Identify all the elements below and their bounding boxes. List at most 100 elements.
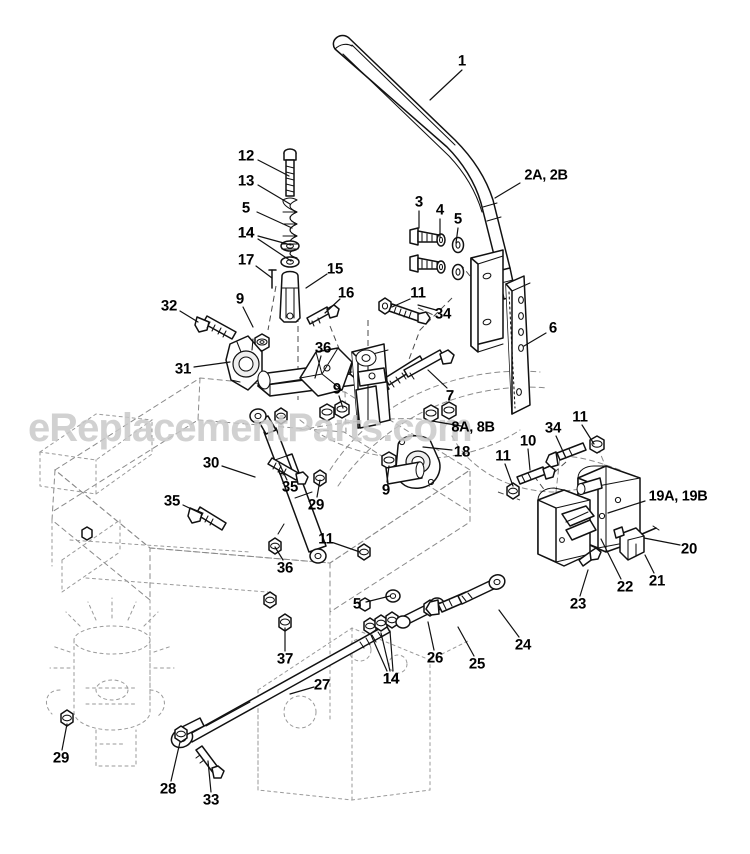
washer-5-link xyxy=(385,589,401,603)
leader-line xyxy=(365,595,391,603)
leader-line xyxy=(255,265,273,279)
leader-line xyxy=(457,626,475,657)
leader-line xyxy=(333,542,361,553)
rod-24 xyxy=(457,574,506,605)
callout-35: 35 xyxy=(281,478,299,496)
leader-line xyxy=(242,306,254,328)
callout-9: 9 xyxy=(381,481,391,499)
callout-36: 36 xyxy=(314,339,332,357)
nut-37-b xyxy=(263,591,277,609)
leader-line xyxy=(504,463,514,487)
center-bracket-36 xyxy=(299,347,353,397)
leader-line xyxy=(274,546,284,561)
nut-14-a xyxy=(363,617,377,635)
leader-line xyxy=(600,538,622,580)
leader-line xyxy=(643,537,681,546)
callout-20: 20 xyxy=(680,540,698,558)
washer-5-upper xyxy=(451,236,465,254)
callout-37: 37 xyxy=(276,650,294,668)
callout-18: 18 xyxy=(453,443,471,461)
washer-4-lower xyxy=(436,260,446,274)
switch-21 xyxy=(613,526,645,561)
leader-line xyxy=(427,621,435,651)
callout-31: 31 xyxy=(174,360,192,378)
leader-line xyxy=(257,184,291,205)
callout-16: 16 xyxy=(337,284,355,302)
callout-4: 4 xyxy=(435,201,445,219)
bolt-12 xyxy=(283,148,297,197)
callout-14: 14 xyxy=(382,670,400,688)
leader-line xyxy=(527,448,531,471)
nut-29-a xyxy=(313,469,327,487)
leader-line xyxy=(221,465,256,478)
leader-line xyxy=(305,273,328,289)
bolt-10 xyxy=(516,465,556,485)
callout-34: 34 xyxy=(544,419,562,437)
callout-1: 1 xyxy=(457,52,467,70)
callout-29: 29 xyxy=(52,749,70,767)
callout-13: 13 xyxy=(237,172,255,190)
nut-9-lower xyxy=(381,451,397,470)
callout-9: 9 xyxy=(235,290,245,308)
leader-line xyxy=(257,235,292,246)
pin-17 xyxy=(268,269,277,289)
nut-11-right xyxy=(506,482,520,500)
callout-30: 30 xyxy=(202,454,220,472)
callout-14: 14 xyxy=(382,670,400,688)
callout-9: 9 xyxy=(332,380,342,398)
nut-37-a xyxy=(278,613,292,632)
leader-line xyxy=(338,395,344,409)
callout-3: 3 xyxy=(414,193,424,211)
callout-11: 11 xyxy=(572,408,588,426)
callout-7: 7 xyxy=(445,387,455,405)
leader-line xyxy=(370,634,388,672)
center-plate-8 xyxy=(351,343,391,429)
callout-22: 22 xyxy=(616,578,634,596)
callout-11: 11 xyxy=(410,284,426,302)
callout-25: 25 xyxy=(468,655,486,673)
nut-14-c xyxy=(385,611,399,629)
shaft-stub-right xyxy=(385,461,425,485)
nut-11-far-right xyxy=(589,435,605,454)
leader-line xyxy=(455,227,459,244)
lever-mount-plate xyxy=(470,249,504,353)
callout-19a-19b: 19A, 19B xyxy=(648,488,708,505)
callout-23: 23 xyxy=(569,595,587,613)
nut-9-center-b xyxy=(319,403,335,422)
gas-strut-30 xyxy=(249,408,327,564)
callout-14: 14 xyxy=(237,224,255,242)
leader-line xyxy=(316,479,321,498)
callout-11: 11 xyxy=(318,530,334,548)
callout-21: 21 xyxy=(648,572,666,590)
leader-line xyxy=(644,554,655,574)
leader-line xyxy=(193,361,231,368)
nut-36-lower xyxy=(268,523,285,555)
callout-14: 14 xyxy=(382,670,400,688)
washer-4-upper xyxy=(436,233,446,247)
leader-line xyxy=(207,760,212,793)
callout-14: 14 xyxy=(237,224,255,242)
callout-24: 24 xyxy=(514,636,532,654)
pivot-bracket-31 xyxy=(225,335,263,391)
slotted-upright-bar-part-6 xyxy=(505,275,531,415)
callout-2a-2b: 2A, 2B xyxy=(524,167,568,184)
leader-line xyxy=(314,355,322,379)
bolt-7-b xyxy=(403,349,455,380)
leader-line xyxy=(391,298,411,308)
screw-23 xyxy=(578,547,602,567)
leader-line xyxy=(179,310,199,323)
bolt-34-upper xyxy=(388,303,431,325)
callout-12: 12 xyxy=(237,147,255,165)
callout-26: 26 xyxy=(426,649,444,667)
leader-line xyxy=(170,741,181,782)
callout-15: 15 xyxy=(326,260,344,278)
nut-28 xyxy=(174,725,188,743)
leader-line xyxy=(431,420,462,427)
bolt-35-a xyxy=(267,457,309,485)
callout-34: 34 xyxy=(434,305,452,323)
nut-11-center xyxy=(357,543,371,561)
callout-27: 27 xyxy=(313,676,331,694)
